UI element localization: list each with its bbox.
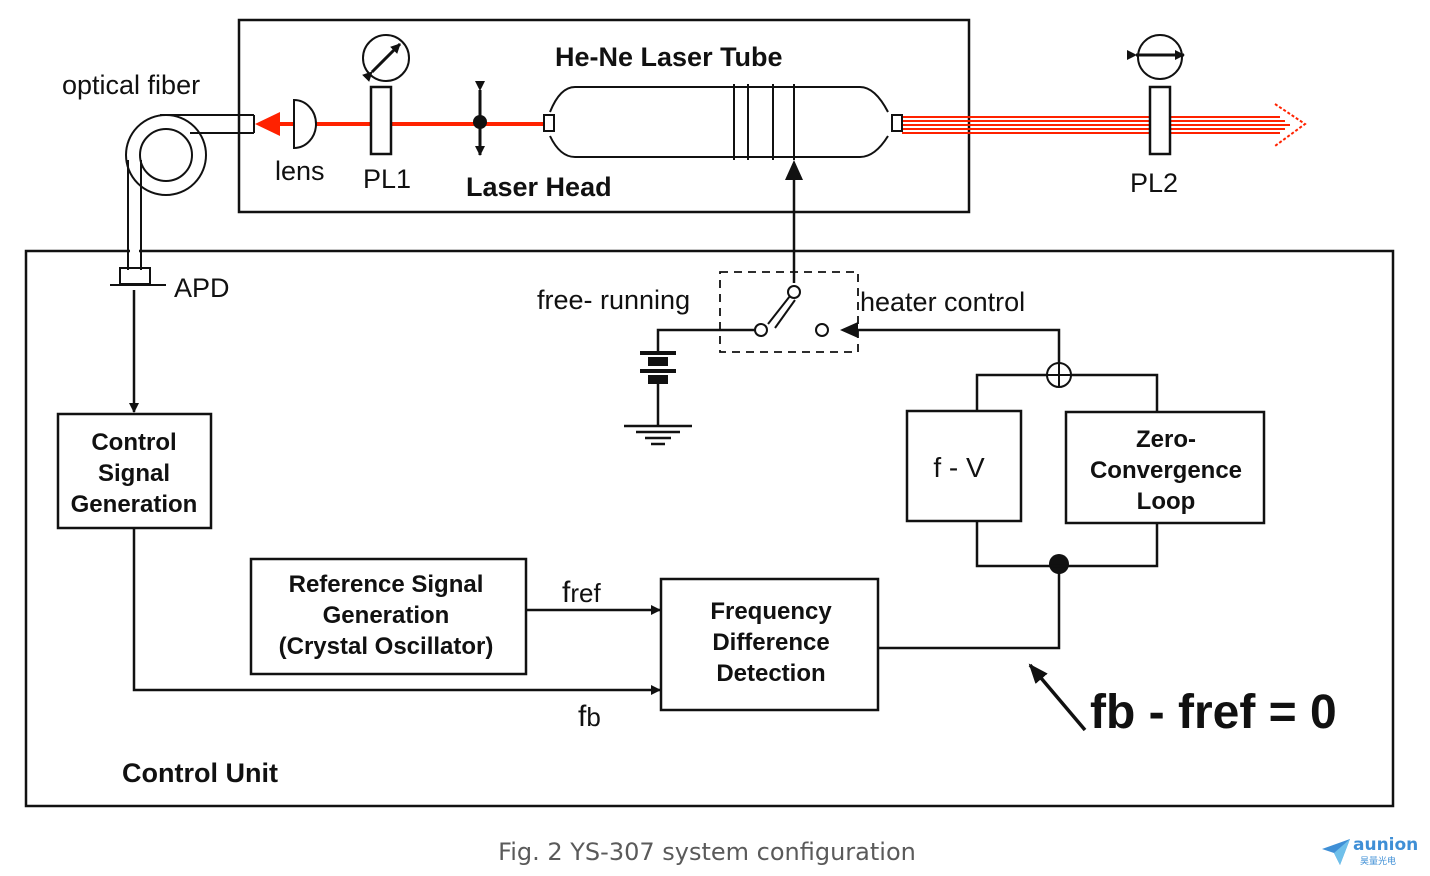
- freq-diff-line-3: Detection: [716, 660, 825, 687]
- summing-junction-icon: [1046, 362, 1072, 388]
- control-unit-box: [24, 249, 1395, 808]
- reference-signal-line-1: Reference Signal: [289, 571, 484, 598]
- control-signal-line-1: Control: [91, 429, 176, 456]
- f-v-label: f - V: [933, 452, 985, 483]
- lens-icon: [293, 98, 317, 150]
- pl1-label: PL1: [363, 164, 411, 194]
- frequency-difference-block: [659, 577, 880, 712]
- reference-signal-block: [249, 557, 528, 676]
- apd-icon: [110, 267, 166, 286]
- brand-logo: aunion 昊量光电: [1320, 835, 1425, 869]
- zero-conv-line-3: Loop: [1137, 488, 1196, 515]
- f-v-block: [905, 409, 1023, 523]
- battery-ground-icon: [624, 351, 692, 446]
- laser-head-label: Laser Head: [466, 172, 612, 202]
- fb-signal-line: [132, 528, 661, 695]
- brand-name: aunion: [1353, 835, 1419, 855]
- pl2-label: PL2: [1130, 168, 1178, 198]
- equation-label: fb - fref = 0: [1090, 686, 1337, 739]
- figure-caption: Fig. 2 YS-307 system configuration: [498, 838, 916, 866]
- freq-diff-output-line: [878, 564, 1061, 650]
- switch-enclosure[interactable]: [719, 271, 859, 353]
- brand-subtitle: 昊量光电: [1360, 857, 1397, 867]
- heater-control-line: [858, 328, 1061, 363]
- optical-fiber-label: optical fiber: [62, 70, 200, 100]
- laser-head-box: [237, 18, 971, 214]
- control-unit-label: Control Unit: [122, 758, 278, 788]
- polarizer-1-icon: [362, 34, 410, 156]
- zero-conv-line-1: Zero-: [1136, 426, 1196, 453]
- heater-control-label: heater control: [860, 287, 1025, 317]
- output-arrow-icon: [1274, 103, 1307, 147]
- control-signal-line-3: Generation: [71, 491, 198, 518]
- laser-tube-label: He-Ne Laser Tube: [555, 42, 783, 72]
- lens-label: lens: [275, 156, 325, 186]
- beam-arrow-icon: [255, 112, 280, 136]
- equation-pointer-arrow: [1028, 663, 1087, 732]
- output-beam: [902, 103, 1307, 147]
- polarization-vertical-icon: [473, 81, 487, 156]
- optical-fiber-icon: [125, 114, 255, 270]
- heater-arrow-icon: [840, 322, 858, 338]
- free-running-line: [656, 328, 755, 353]
- branch-bottom-line: [975, 521, 1159, 568]
- fref-label: fref: [562, 576, 601, 609]
- zero-conv-line-2: Convergence: [1090, 457, 1242, 484]
- free-running-label: free- running: [537, 285, 690, 315]
- junction-dot-icon: [1049, 554, 1069, 574]
- laser-tube-icon: [543, 84, 903, 160]
- paper-plane-icon: [1322, 839, 1350, 865]
- reference-signal-line-3: (Crystal Oscillator): [279, 633, 494, 660]
- polarizer-2-icon: [1127, 34, 1185, 156]
- fb-label: fb: [578, 700, 601, 733]
- apd-label: APD: [174, 273, 230, 303]
- control-signal-line-2: Signal: [98, 460, 170, 487]
- zero-convergence-block: [1064, 410, 1266, 525]
- control-signal-block: [56, 412, 213, 530]
- freq-diff-line-1: Frequency: [710, 598, 832, 625]
- reference-signal-line-2: Generation: [323, 602, 450, 629]
- freq-diff-line-2: Difference: [712, 629, 829, 656]
